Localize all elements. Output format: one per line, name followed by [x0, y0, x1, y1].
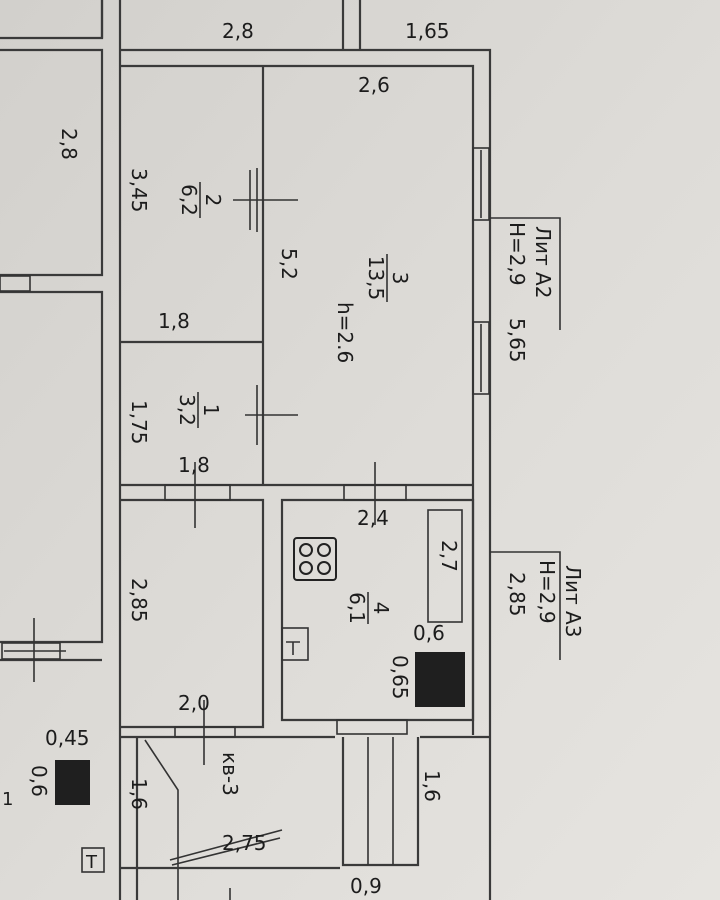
window-lower [472, 321, 490, 395]
radiator-block-small [55, 760, 90, 805]
radiator-block [415, 652, 465, 707]
label-0-65: 0,65 [388, 655, 412, 700]
label-1-6-right: 1,6 [420, 770, 444, 802]
toilet-icon [281, 627, 309, 661]
corridor-kv3 [120, 737, 340, 900]
door-corridor [174, 726, 236, 738]
label-partition-length: 5,2 [277, 248, 301, 280]
label-corridor-length: 2,85 [127, 578, 151, 623]
label-lit-a3-height: Н=2,9 [535, 560, 559, 624]
label-room1-width: 1,8 [178, 453, 210, 477]
room3-number: 3 [388, 272, 412, 285]
lit-leaders [490, 217, 561, 660]
room3-fraction: 3 13,5 [364, 254, 412, 302]
label-lit-a2-length: 5,65 [505, 318, 529, 363]
door-room1 [164, 484, 231, 501]
label-0-6-small: 0,6 [27, 765, 51, 797]
label-lit-a3-length: 2,85 [505, 572, 529, 617]
window-upper [472, 147, 490, 221]
label-top-right-width: 1,65 [405, 19, 450, 43]
label-left-room-height: 2,8 [57, 128, 81, 160]
room2-number: 2 [201, 194, 225, 207]
kitchen-counter [427, 509, 463, 623]
label-room2-width: 1,8 [158, 309, 190, 333]
label-room1-length: 1,75 [127, 400, 151, 445]
stove-icon [293, 537, 337, 581]
interior-partitions [120, 66, 490, 739]
label-lit-a3-title: Лит А3 [561, 565, 585, 637]
room3-height: h=2.6 [333, 302, 357, 363]
label-1-6-left: 1,6 [127, 778, 151, 810]
room4-area: 6,1 [345, 592, 369, 624]
door-stairs [336, 719, 408, 735]
toilet-symbol-label: T [85, 852, 98, 873]
room2-area: 6,2 [177, 184, 201, 216]
room4-fraction: 4 6,1 [345, 592, 393, 624]
label-2-75: 2,75 [222, 831, 267, 855]
room1-number: 1 [199, 404, 223, 417]
label-0-6: 0,6 [413, 621, 445, 645]
room1-fraction: 1 3,2 [175, 392, 223, 428]
toilet-icon-bottom: T [81, 847, 105, 873]
label-edge-mark: 1 [2, 789, 13, 810]
label-kv3: кв-3 [218, 752, 242, 796]
label-counter-2-7: 2,7 [437, 540, 461, 572]
label-lit-a2-height: Н=2,9 [505, 222, 529, 286]
label-0-9: 0,9 [350, 874, 382, 898]
stairs [341, 737, 420, 867]
label-lit-a2-title: Лит А2 [531, 226, 555, 298]
partition-ticks [194, 168, 376, 765]
label-door-2-4: 2,4 [357, 506, 389, 530]
room4-number: 4 [369, 602, 393, 615]
room1-area: 3,2 [175, 394, 199, 426]
room2-fraction: 2 6,2 [177, 182, 225, 218]
label-corridor-width: 2,0 [178, 691, 210, 715]
label-room2-length: 3,45 [127, 168, 151, 213]
room3-area: 13,5 [364, 256, 388, 301]
label-0-45: 0,45 [45, 726, 90, 750]
label-top-left-width: 2,8 [222, 19, 254, 43]
label-room3-width: 2,6 [358, 73, 390, 97]
